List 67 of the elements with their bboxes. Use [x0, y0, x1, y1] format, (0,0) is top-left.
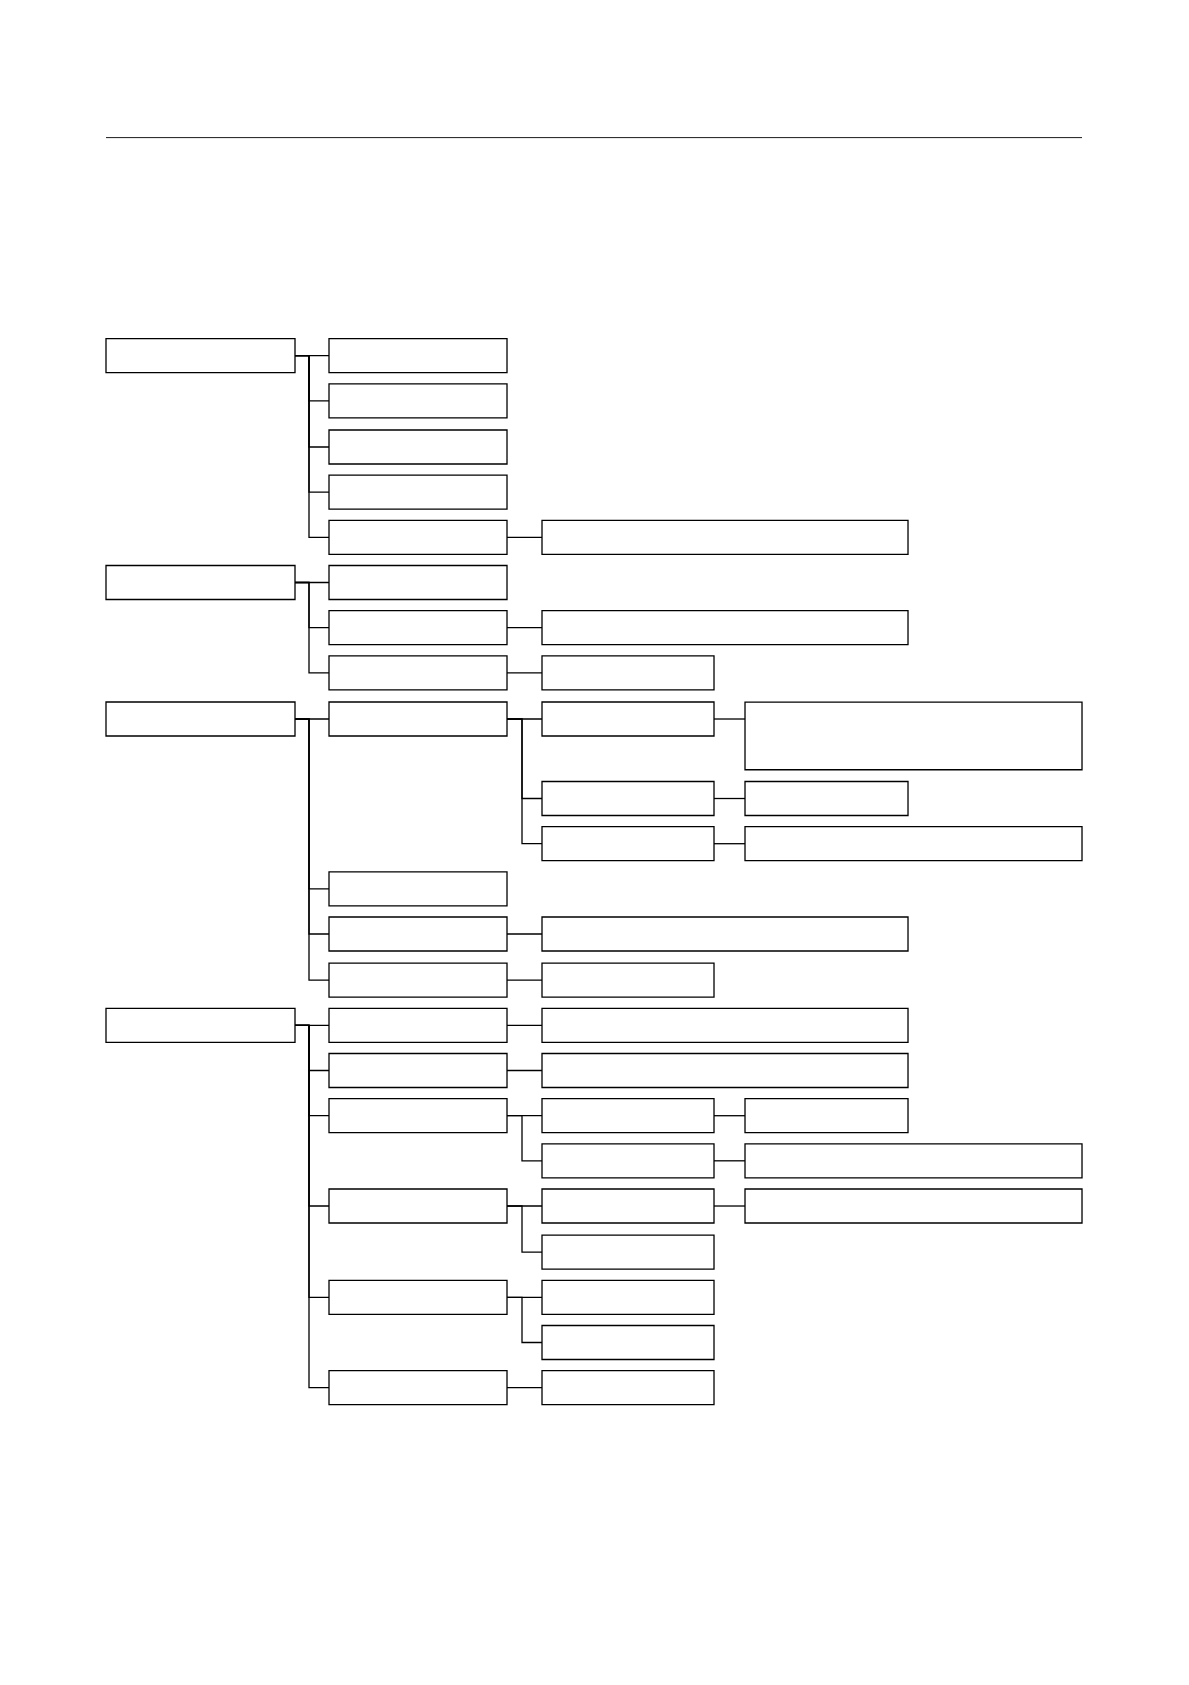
empty-box [541, 780, 715, 817]
empty-box [328, 701, 508, 737]
empty-box [541, 1007, 909, 1044]
connector-line [506, 979, 543, 981]
empty-box [541, 1143, 715, 1179]
empty-box [541, 609, 909, 646]
empty-box [328, 609, 508, 646]
connector-line [506, 1205, 543, 1253]
empty-box [541, 655, 715, 691]
empty-box [328, 1369, 508, 1406]
empty-box [541, 1052, 909, 1089]
connector-line [294, 1024, 330, 1389]
connector-line [294, 581, 330, 674]
connector-line [713, 1160, 746, 1162]
connector-line [713, 1115, 746, 1117]
empty-box [744, 701, 1083, 771]
empty-box [328, 429, 508, 465]
connector-line [506, 1024, 543, 1027]
empty-box [328, 1279, 508, 1315]
empty-box [105, 1007, 296, 1044]
connector-line [713, 718, 746, 720]
empty-box [744, 1098, 909, 1134]
empty-box [328, 962, 508, 998]
connector-line [713, 843, 746, 845]
empty-box [105, 564, 296, 601]
empty-box [328, 564, 508, 601]
connector-line [294, 354, 330, 538]
connector-line [506, 1386, 543, 1389]
empty-box [328, 1098, 508, 1134]
empty-box [105, 337, 296, 374]
connector-line [506, 1069, 543, 1072]
empty-box [541, 1234, 715, 1270]
connector-line [506, 1115, 543, 1162]
empty-box [328, 337, 508, 374]
empty-box [541, 962, 715, 998]
empty-box [541, 1279, 715, 1315]
empty-box [541, 916, 909, 952]
empty-box [541, 826, 715, 862]
connector-line [506, 718, 543, 845]
connector-line [294, 718, 330, 981]
empty-box [328, 519, 508, 555]
empty-box [541, 701, 715, 737]
connector-line [506, 626, 543, 629]
empty-box [744, 826, 1083, 862]
empty-box [541, 519, 909, 555]
empty-box [328, 474, 508, 510]
empty-box [328, 383, 508, 419]
empty-box [541, 1098, 715, 1134]
empty-box [328, 1052, 508, 1089]
connector-line [713, 1205, 746, 1207]
empty-box [328, 871, 508, 907]
empty-box [744, 1143, 1083, 1179]
empty-box [541, 1369, 715, 1406]
empty-box [328, 1188, 508, 1224]
connector-line [506, 672, 543, 674]
empty-box [744, 780, 909, 817]
empty-box [328, 655, 508, 691]
empty-box [541, 1188, 715, 1224]
empty-box [744, 1188, 1083, 1224]
connector-line [506, 933, 543, 935]
empty-box [328, 1007, 508, 1044]
empty-box [541, 1324, 715, 1361]
connector-line [713, 797, 746, 800]
connector-line [506, 1296, 543, 1344]
connector-line [506, 536, 543, 538]
empty-box [328, 916, 508, 952]
empty-box [105, 701, 296, 737]
